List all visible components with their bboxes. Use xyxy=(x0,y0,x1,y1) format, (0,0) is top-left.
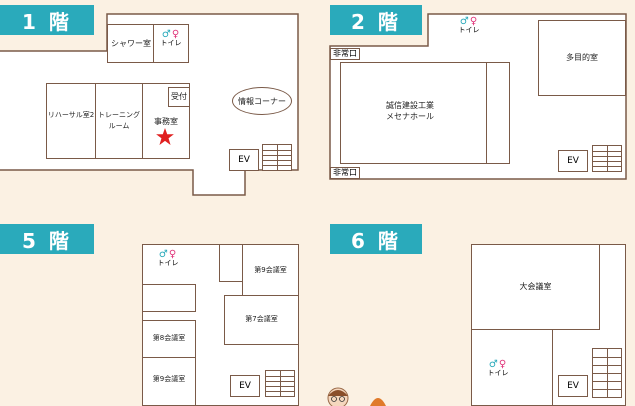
female-icon: ♀ xyxy=(498,359,508,370)
mecenat-hall xyxy=(340,62,510,164)
reception-desk xyxy=(168,87,190,107)
toilet-room-1f xyxy=(153,24,189,63)
male-icon: ♂ xyxy=(158,249,169,260)
female-icon: ♀ xyxy=(168,249,178,260)
toilet-2f: ♂♀ トイレ xyxy=(452,16,486,35)
male-icon: ♂ xyxy=(161,29,172,40)
reception-label: 受付 xyxy=(171,92,187,101)
rehearsal-room-label: リハーサル室2 xyxy=(47,111,95,119)
multipurpose-room xyxy=(538,20,626,96)
small-room xyxy=(219,244,243,282)
stairs-icon xyxy=(592,145,622,172)
toilet-label: トイレ xyxy=(160,39,182,47)
male-icon: ♂ xyxy=(459,16,470,27)
training-room-label-2: ルーム xyxy=(108,122,130,130)
large-meeting-room-label: 大会議室 xyxy=(519,282,552,291)
hall-stage xyxy=(486,62,510,164)
meeting-room-7 xyxy=(224,295,299,345)
meeting-room-9-bottom-label: 第9会議室 xyxy=(152,375,186,383)
meeting-room-8 xyxy=(142,320,196,358)
character-illustration xyxy=(327,387,386,406)
toilet-label: トイレ xyxy=(458,26,480,34)
office-label: 事務室 xyxy=(154,117,178,126)
meeting-room-7-label: 第7会議室 xyxy=(245,315,278,323)
floor-2-title: 2 階 xyxy=(330,5,422,35)
male-icon: ♂ xyxy=(488,359,499,370)
training-room-label-1: トレーニング xyxy=(98,111,140,119)
meeting-room-9-top-label: 第9会議室 xyxy=(254,266,287,274)
toilet-label: トイレ xyxy=(157,259,179,267)
floor-6-title: 6 階 xyxy=(330,224,422,254)
elevator-1f: EV xyxy=(229,149,259,171)
elevator-2f: EV xyxy=(558,150,588,172)
training-room xyxy=(95,83,143,159)
toilet-6f: ♂♀ トイレ xyxy=(480,359,516,378)
female-icon: ♀ xyxy=(171,29,181,40)
meeting-room-9-bottom xyxy=(142,357,196,406)
multipurpose-room-label: 多目的室 xyxy=(566,53,598,62)
hall-label-1: 誠信建設工業 xyxy=(386,101,434,110)
info-corner-label: 情報コーナー xyxy=(238,97,286,106)
rehearsal-room xyxy=(46,83,96,159)
toilet-label: トイレ xyxy=(487,369,509,377)
floor-5-title: 5 階 xyxy=(0,224,94,254)
shower-room xyxy=(107,24,154,63)
emergency-exit-bottom: 非常口 xyxy=(330,167,360,179)
toilet-5f: ♂♀ トイレ xyxy=(150,249,186,268)
elevator-5f: EV xyxy=(230,375,260,397)
info-corner xyxy=(232,87,292,115)
meeting-room-8-label: 第8会議室 xyxy=(152,334,186,342)
stairs-icon xyxy=(262,144,292,171)
shower-room-label: シャワー室 xyxy=(111,39,151,48)
elevator-6f: EV xyxy=(558,375,588,397)
stairs-icon xyxy=(592,348,622,398)
toilet-room-5f xyxy=(142,284,196,312)
female-icon: ♀ xyxy=(469,16,479,27)
floor-1-title: 1 階 xyxy=(0,5,94,35)
emergency-exit-top: 非常口 xyxy=(330,48,360,60)
stairs-icon xyxy=(265,370,295,397)
current-location-star-icon xyxy=(156,128,174,145)
hall-label-2: メセナホール xyxy=(386,112,434,121)
toilet-1f: ♂♀ トイレ xyxy=(155,29,187,48)
